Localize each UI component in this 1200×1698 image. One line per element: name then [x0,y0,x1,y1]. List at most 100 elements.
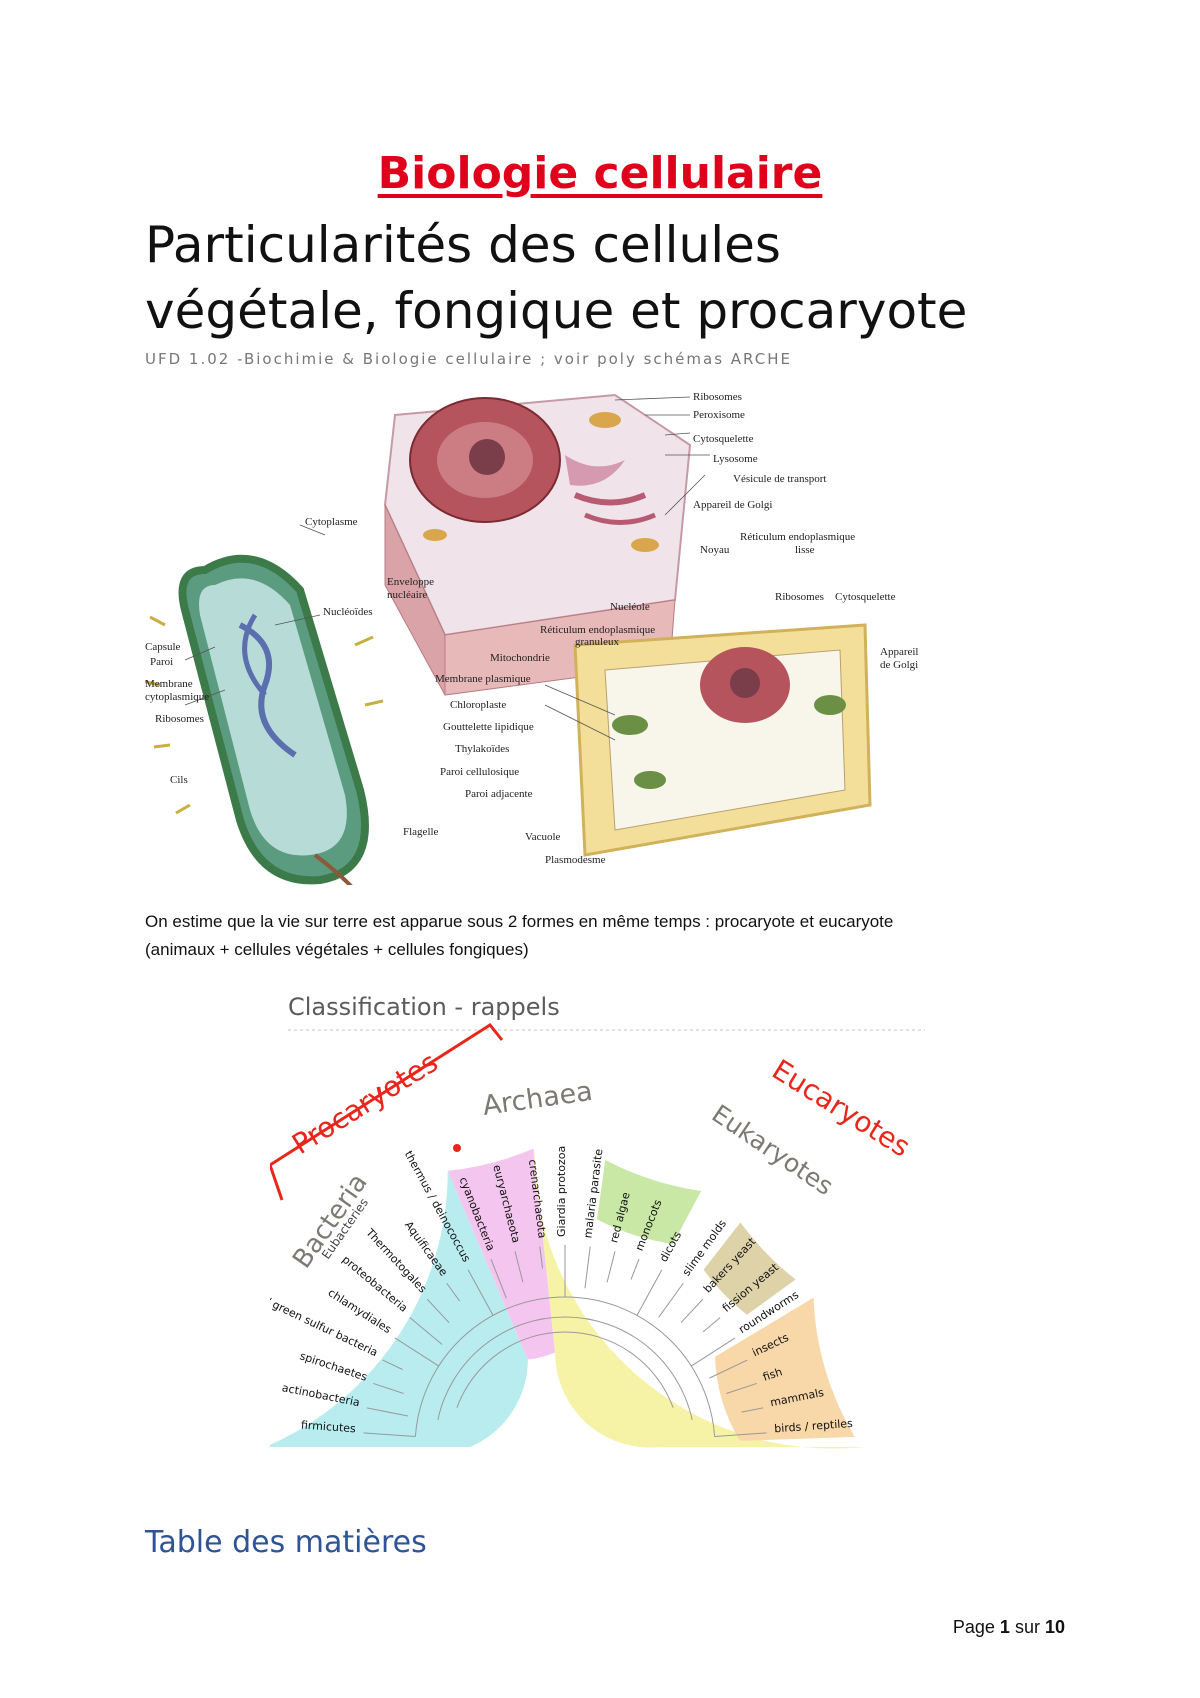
label-eukaryotes: Eukaryotes [707,1099,839,1201]
label-ribosomes-bact: Ribosomes [155,713,204,725]
label-cytosquelette: Cytosquelette [693,433,754,445]
tree-heading: Classification - rappels [288,993,560,1021]
bacteria-illustration [145,554,384,885]
label-paroi-adjacente: Paroi adjacente [465,788,533,800]
plant-cell-illustration [573,623,872,857]
total-pages: 10 [1044,1617,1065,1637]
cell-diagram-figure: Ribosomes Peroxisome Cytosquelette Lysos… [145,391,918,885]
label-de-golgi: de Golgi [880,659,918,671]
label-vacuole: Vacuole [525,831,561,843]
tree-branch [467,1269,494,1316]
label-paroi: Paroi [150,656,173,668]
tree-branch [514,1251,524,1283]
taxon-label: firmicutes [301,1419,357,1436]
tree-branch [584,1246,591,1289]
label-archaea: Archaea [481,1076,595,1122]
tree-branch [490,1258,507,1299]
label-thylakoides: Thylakoïdes [455,743,509,755]
label-lisse: lisse [795,544,815,556]
taxon-label: birds / reptiles [774,1417,854,1435]
toc-heading: Table des matières [145,1525,427,1560]
plant-cell-labels: Ribosomes Cytosquelette Appareil de Golg… [435,591,918,866]
tree-branches [363,1245,767,1438]
sector-fungi [703,1222,796,1315]
label-peroxisome: Peroxisome [693,409,745,421]
label-nucleoides: Nucléoïdes [323,606,372,618]
page-number: 1 [999,1617,1010,1637]
label-cytosquelette-plant: Cytosquelette [835,591,896,603]
label-membrane: Membrane [145,678,193,690]
label-membrane-plasmique: Membrane plasmique [435,673,531,685]
sector-bacteria [270,1170,528,1447]
label-cytoplasme: Cytoplasme [305,516,358,528]
label-enveloppe: Enveloppe [387,576,434,588]
label-nucleaire: nucléaire [387,589,427,601]
label-ribosomes: Ribosomes [693,391,742,403]
taxon-label: spirochaetes [298,1349,369,1383]
taxon-label: fish [761,1365,784,1384]
page-footer: Page 1 sur 10 [953,1617,1065,1638]
label-animals: animals [813,1255,853,1325]
tree-branch [606,1251,616,1283]
subtitle-line-2: végétale, fongique et procaryote [145,282,968,340]
animal-cell-illustration [383,393,692,696]
label-plasmodesme: Plasmodesme [545,854,606,866]
marker-dot [453,1144,461,1152]
label-appareil: Appareil [880,646,918,658]
label-gouttelette: Gouttelette lipidique [443,721,534,733]
tree-branch [366,1407,409,1417]
tree-branch [382,1359,403,1370]
label-reg: Réticulum endoplasmique [540,624,655,636]
label-vesicule: Vésicule de transport [733,473,826,485]
document-title: Biologie cellulaire [377,148,823,199]
tree-branch [726,1382,757,1395]
intro-paragraph: On estime que la vie sur terre est appar… [145,908,1065,964]
tree-branch [539,1246,544,1269]
tree-branch [702,1317,721,1333]
of-label: sur [1014,1617,1040,1637]
source-reference: UFD 1.02 -Biochimie & Biologie cellulair… [145,350,792,368]
animal-cell-labels: Ribosomes Peroxisome Cytosquelette Lysos… [387,391,855,664]
tree-branch [363,1432,416,1438]
label-re: Réticulum endoplasmique [740,531,855,543]
sector-eukaryotes [533,1148,865,1449]
tree-branch [636,1269,663,1316]
tree-branch [630,1258,640,1280]
classification-tree-figure: Classification - rappels Procaryotes Euc… [270,993,925,1449]
tree-branch [373,1382,404,1395]
tree-branch [680,1298,704,1324]
tree-branch [709,1359,748,1379]
page-label: Page [952,1617,995,1637]
label-cils: Cils [170,774,188,786]
label-golgi: Appareil de Golgi [693,499,772,511]
label-mitochondrie: Mitochondrie [490,652,550,664]
tree-arc [414,1296,716,1437]
label-fungi: fungi [752,1181,790,1222]
sector-plants [597,1159,702,1244]
tree-branch [426,1298,450,1324]
label-cytoplasmique: cytoplasmique [145,691,209,703]
taxon-label: CFB / green sulfur bacteria [270,1284,380,1359]
paragraph-line-2: (animaux + cellules végétales + cellules… [145,940,529,959]
leader-lines [184,396,710,741]
tree-arc [437,1316,693,1421]
label-ribosomes-plant: Ribosomes [775,591,824,603]
tree-branch [446,1282,461,1302]
label-lysosome: Lysosome [713,453,758,465]
sector-animals [715,1297,855,1441]
tree-branch [658,1282,684,1318]
label-chloroplaste: Chloroplaste [450,699,506,711]
bacteria-labels: Cytoplasme Nucléoïdes Capsule Paroi Memb… [145,516,439,838]
label-capsule: Capsule [145,641,181,653]
tree-branch [691,1337,736,1367]
tree-sectors [270,1148,865,1449]
tree-arc [456,1331,674,1408]
procaryotes-bracket [270,1023,504,1201]
taxon-label: actinobacteria [281,1381,361,1409]
sector-archaea [447,1148,556,1360]
label-granuleux: granuleux [575,636,619,648]
document-subtitle: Particularités des cellules végétale, fo… [145,212,1105,344]
label-plants: plants [664,1119,713,1148]
label-flagelle: Flagelle [403,826,439,838]
